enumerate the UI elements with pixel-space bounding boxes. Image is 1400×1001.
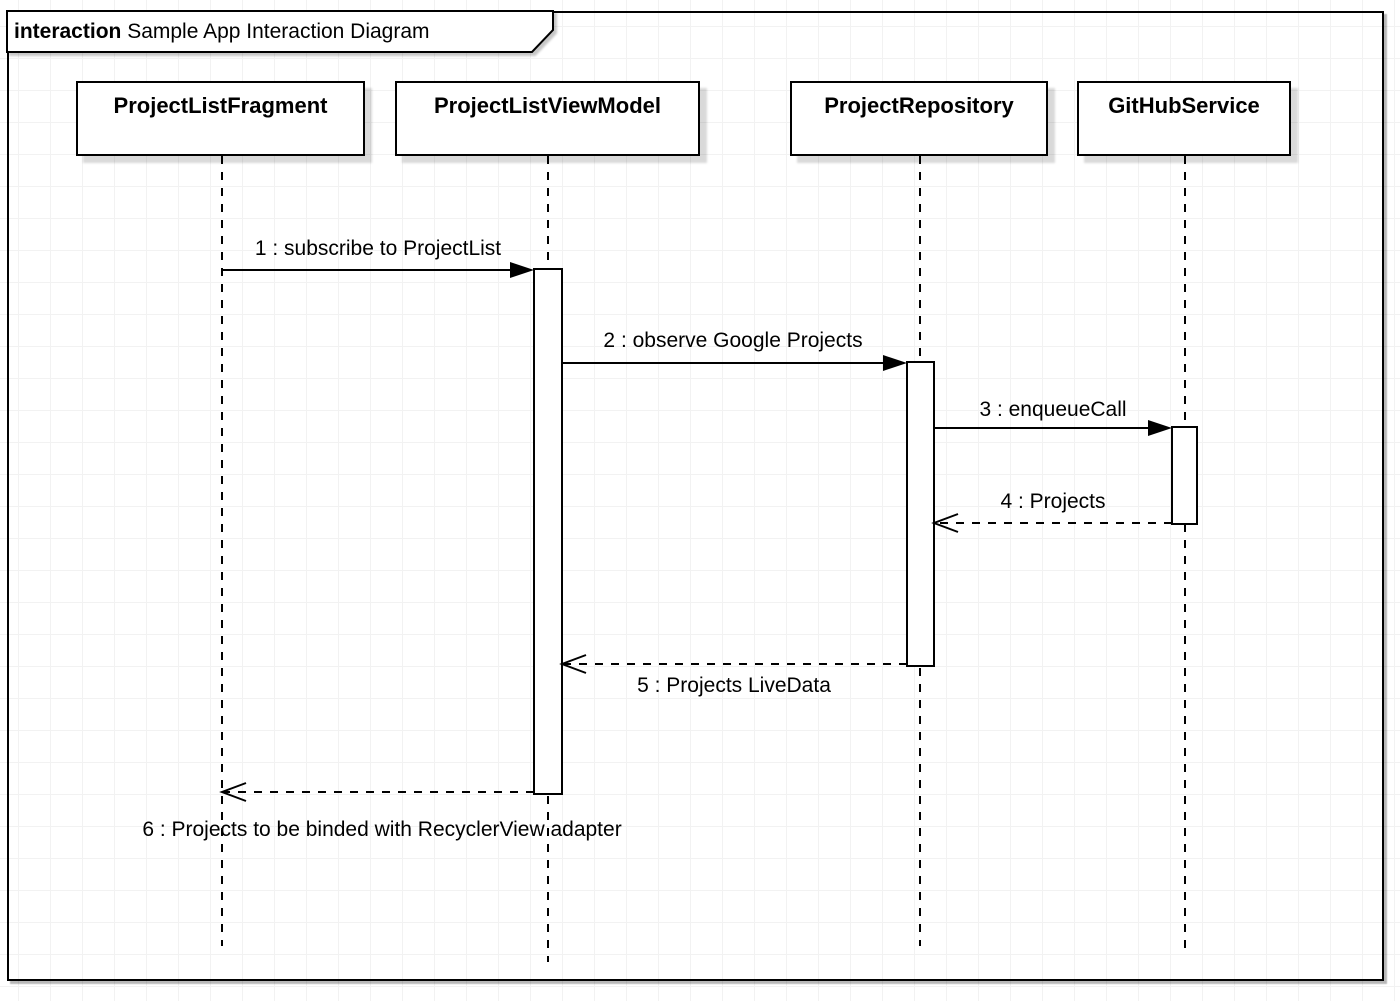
actor-projectlistviewmodel: ProjectListViewModel: [395, 81, 700, 156]
frame-title: interaction Sample App Interaction Diagr…: [14, 19, 430, 44]
message-2-arrowhead: [883, 355, 907, 371]
activation-projectrepository: [906, 361, 935, 667]
actor-projectrepository: ProjectRepository: [790, 81, 1048, 156]
message-6-label: 6 : Projects to be binded with RecyclerV…: [142, 818, 622, 841]
activation-projectlistviewmodel: [533, 268, 563, 795]
message-1-arrowhead: [510, 262, 534, 278]
actor-label: ProjectListFragment: [113, 93, 328, 118]
message-5-label: 5 : Projects LiveData: [637, 674, 831, 697]
message-3-label: 3 : enqueueCall: [979, 398, 1127, 421]
diagram-frame: [7, 11, 1384, 981]
message-4-arrowhead: [931, 513, 959, 533]
actor-label: ProjectListViewModel: [434, 93, 661, 118]
actor-label: GitHubService: [1108, 93, 1260, 118]
message-6-arrowhead: [219, 782, 247, 802]
activation-githubservice: [1171, 426, 1198, 525]
actor-githubservice: GitHubService: [1077, 81, 1291, 156]
message-1-label: 1 : subscribe to ProjectList: [254, 237, 502, 260]
message-3-arrowhead: [1148, 420, 1172, 436]
actor-projectlistfragment: ProjectListFragment: [76, 81, 365, 156]
frame-title-keyword: interaction: [14, 20, 122, 43]
message-4-label: 4 : Projects: [1000, 490, 1106, 513]
frame-title-text: Sample App Interaction Diagram: [127, 20, 430, 43]
actor-label: ProjectRepository: [824, 93, 1014, 118]
frame-title-pentagon: [6, 10, 554, 53]
message-2-label: 2 : observe Google Projects: [603, 329, 863, 352]
message-5-arrowhead: [559, 654, 587, 674]
